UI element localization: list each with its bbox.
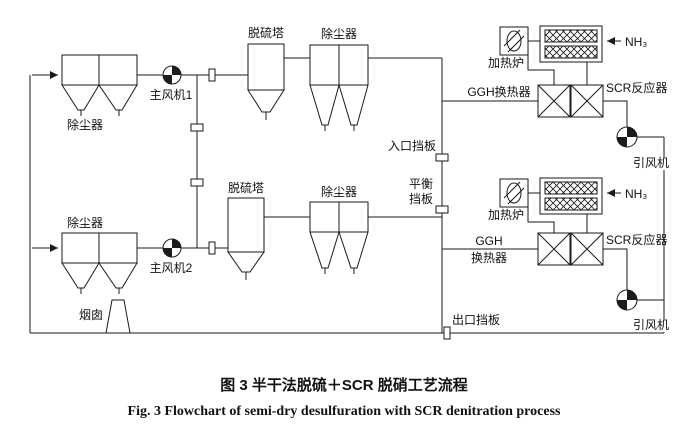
hopper [61,84,100,111]
scr-reactor-top [539,25,603,63]
heater-box [499,178,529,208]
id-fan-top-label: 引风机 [633,156,669,170]
outlet-damper-gate [443,326,451,340]
burner-coil [506,182,522,204]
dust-collector-bottommiddle-label: 除尘器 [321,184,357,199]
main-fan-2-label: 主风机2 [150,261,193,275]
nh3-bottom-label: NH₃ [625,187,647,201]
dust-collector-topleft [61,54,138,116]
heater-box [499,26,529,56]
flow-arrows [32,37,621,252]
ggh-bottom-label-line2: 换热器 [471,251,507,265]
nh3-top-label: NH₃ [625,35,647,49]
dust-collector-topmiddle [309,44,369,131]
scr-reactor-bottom [539,177,603,215]
duct-network [29,40,665,334]
dampers [190,68,451,340]
fan-blades [163,239,181,257]
balance-damper-gate [435,205,449,214]
scr-bottom-label: SCR反应器 [606,232,667,247]
main-fan-1-label: 主风机1 [150,88,193,102]
hopper [61,262,100,289]
heater-bottom [499,178,529,208]
fan-blades [617,127,637,147]
desulf-tower-top [247,43,285,120]
ggh-cross-lines [537,232,604,266]
damper-top-line [208,68,216,82]
ggh-bottom-label-line1: GGH [475,234,502,248]
hopper [338,84,369,126]
ggh-cross-lines [537,84,604,118]
tower-body [227,197,265,253]
damper-bypass-upper [190,123,204,132]
hopper [338,231,369,269]
ggh-top-label: GGH换热器 [467,85,530,99]
desulf-tower-bottom-label: 脱硫塔 [228,180,264,195]
hopper [98,84,138,111]
fan-blades [163,66,181,84]
hopper [309,231,340,269]
hopper-outlets [324,268,355,274]
label-bg [626,157,678,170]
id-fan-bottom-label: 引风机 [633,318,669,332]
heater-bottom-label: 加热炉 [488,208,524,222]
burner-hatch [503,181,525,205]
catalyst-layer [544,197,598,211]
heater-top-label: 加热炉 [488,56,524,70]
catalyst-layer [544,45,598,59]
desulf-tower-top-label: 脱硫塔 [248,25,284,40]
damper-bottom-line [208,241,216,255]
inlet-damper-label: 入口挡板 [388,139,436,153]
hopper-outlets [324,125,355,131]
burner-coil [506,30,522,52]
id-fan-bottom [616,289,638,311]
balance-damper-label-line1: 平衡 [409,177,433,191]
balance-damper-label-line2: 挡板 [409,192,433,206]
tower-cone [247,89,285,113]
ggh-exchanger-bottom [537,232,604,266]
hopper-outlets [80,288,120,294]
burner-hatch [503,29,525,53]
main-fan-1 [162,65,182,85]
tower-cone [227,251,265,273]
fan-blades [617,290,637,310]
hopper-outlets [80,110,120,116]
damper-bypass-lower [190,178,204,187]
chimney-stack [105,299,131,334]
dust-collector-bottommiddle [309,201,369,274]
ggh-exchanger-top [537,84,604,118]
dust-collector-topmiddle-label: 除尘器 [321,26,357,41]
dust-collector-bottomleft-label: 除尘器 [67,215,103,230]
catalyst-layer [544,29,598,43]
figure-caption-zh: 图 3 半干法脱硫＋SCR 脱硝工艺流程 [220,376,468,394]
desulf-tower-bottom [227,197,265,280]
main-fan-2 [162,238,182,258]
dust-collector-bottomleft [61,232,138,294]
figure-caption-en: Fig. 3 Flowchart of semi-dry desulfurati… [128,404,561,419]
scr-top-label: SCR反应器 [606,80,667,95]
chimney-label: 烟囱 [79,308,103,322]
catalyst-layer [544,181,598,195]
hopper [309,84,340,126]
label-bg [626,319,678,332]
outlet-damper-label: 出口挡板 [452,313,500,327]
inlet-damper-gate [435,153,449,162]
id-fan-top [616,126,638,148]
heater-top [499,26,529,56]
hopper [98,262,138,289]
dust-collector-topleft-label: 除尘器 [67,117,103,132]
tower-body [247,43,285,91]
